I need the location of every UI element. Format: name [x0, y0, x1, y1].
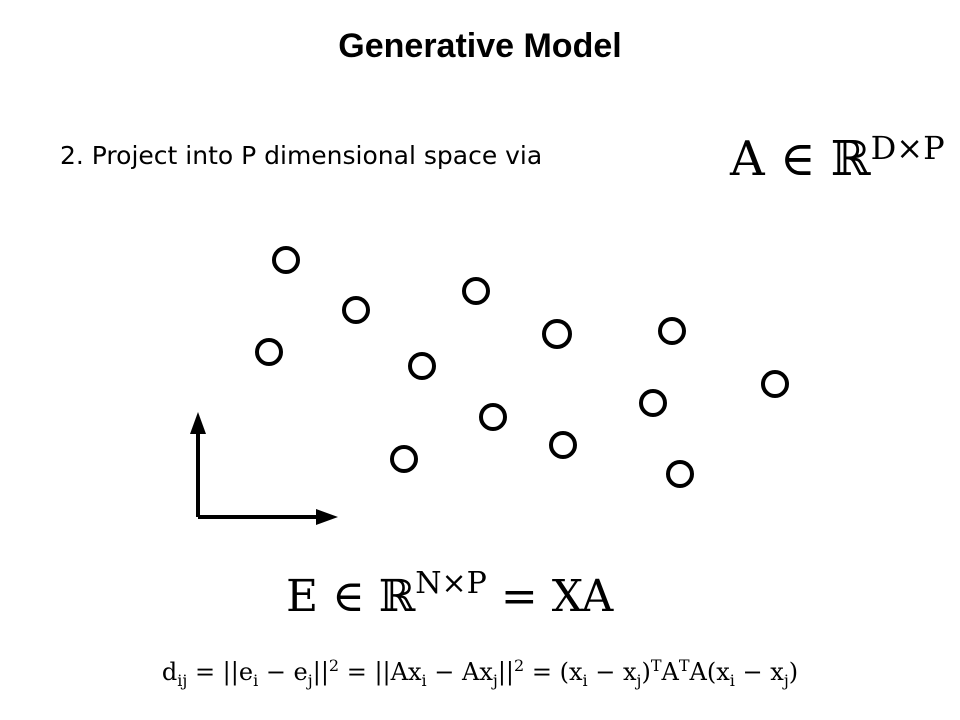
- data-point: [390, 445, 418, 473]
- slide-title: Generative Model: [338, 27, 622, 65]
- data-point: [658, 317, 686, 345]
- horizontal-axis-arrowhead: [316, 509, 338, 525]
- formula-E-symbol: E: [286, 571, 319, 622]
- data-point: [549, 431, 577, 459]
- coordinate-axes: [190, 412, 338, 525]
- data-point: [272, 246, 300, 274]
- distance-symbol: dij: [161, 658, 188, 690]
- embedding-formula: E ∈ ℝN×P = XA: [286, 552, 613, 629]
- data-point: [666, 460, 694, 488]
- data-point: [408, 352, 436, 380]
- equals-symbol: =: [500, 571, 552, 622]
- real-numbers-symbol: ℝ: [378, 571, 416, 622]
- distance-formula: dij = ||ei − ej||2 = ||Axi − Axj||2 = (x…: [161, 656, 799, 690]
- data-points: [255, 246, 789, 488]
- real-numbers-symbol: ℝ: [830, 131, 871, 187]
- data-point: [255, 338, 283, 366]
- data-point: [761, 370, 789, 398]
- formula-XA: XA: [551, 571, 614, 622]
- dimension-superscript: D×P: [870, 129, 945, 167]
- data-point: [639, 389, 667, 417]
- element-of-symbol: ∈: [332, 571, 379, 622]
- formula-A-symbol: A: [730, 131, 765, 187]
- projection-matrix-formula: A ∈ ℝD×P: [730, 116, 945, 191]
- dimension-superscript: N×P: [415, 566, 487, 601]
- element-of-symbol: ∈: [779, 131, 831, 187]
- data-point: [342, 296, 370, 324]
- data-point: [462, 277, 490, 305]
- vertical-axis-arrowhead: [190, 412, 206, 434]
- projection-step-text: 2. Project into P dimensional space via: [60, 141, 543, 170]
- data-point: [479, 403, 507, 431]
- data-point: [542, 319, 572, 349]
